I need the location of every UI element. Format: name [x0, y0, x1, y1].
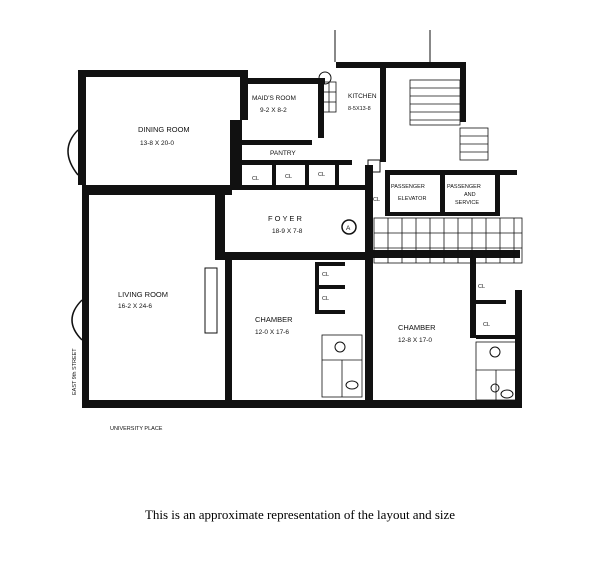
closet-label: CL [252, 176, 259, 182]
maids-room-name: MAID'S ROOM [252, 95, 296, 102]
foyer-name: F O Y E R [268, 214, 302, 223]
exterior-walls [78, 62, 522, 408]
dining-room-name: DINING ROOM [138, 125, 190, 134]
passenger-service-line1: PASSENGER [447, 184, 481, 190]
living-room-name: LIVING ROOM [118, 290, 168, 299]
pantry-name: PANTRY [270, 150, 296, 157]
street-label-east: EAST 9th STREET [72, 348, 78, 395]
closet-label: CL [478, 284, 485, 290]
living-room-size: 16-2 X 24-6 [118, 303, 152, 310]
closet-label: CL [318, 172, 325, 178]
closet-labels: CL CL CL CL CL CL CL CL [252, 172, 490, 328]
closet-label: CL [322, 272, 329, 278]
passenger-service-line2: AND [464, 192, 476, 198]
marker-a: A [341, 219, 357, 235]
caption: This is an approximate representation of… [144, 507, 456, 522]
stair-hatching [321, 79, 523, 401]
street-label-university: UNIVERSITY PLACE [110, 426, 163, 432]
chamber-1-name: CHAMBER [255, 315, 293, 324]
bay-windows [67, 129, 83, 341]
fixtures [204, 71, 514, 399]
closet-label: CL [373, 197, 380, 203]
room-labels: DINING ROOM 13-8 X 20-0 MAID'S ROOM 9-2 … [118, 93, 481, 344]
kitchen-size: 8-5X13-8 [348, 106, 371, 112]
passenger-elevator-line1: PASSENGER [391, 184, 425, 190]
window-lines [84, 30, 519, 405]
closet-label: CL [322, 296, 329, 302]
passenger-elevator-line2: ELEVATOR [398, 196, 426, 202]
chamber-2-name: CHAMBER [398, 323, 436, 332]
marker-a-label: A [346, 225, 351, 232]
kitchen-name: KITCHEN [348, 93, 377, 100]
closet-label: CL [483, 322, 490, 328]
dining-room-size: 13-8 X 20-0 [140, 140, 174, 147]
floor-plan: DINING ROOM 13-8 X 20-0 MAID'S ROOM 9-2 … [67, 30, 523, 432]
passenger-service-line3: SERVICE [455, 200, 479, 206]
closet-label: CL [285, 174, 292, 180]
maids-room-size: 9-2 X 8-2 [260, 107, 287, 114]
foyer-size: 18-9 X 7-8 [272, 228, 303, 235]
chamber-1-size: 12-0 X 17-6 [255, 329, 289, 336]
chamber-2-size: 12-8 X 17-0 [398, 337, 432, 344]
